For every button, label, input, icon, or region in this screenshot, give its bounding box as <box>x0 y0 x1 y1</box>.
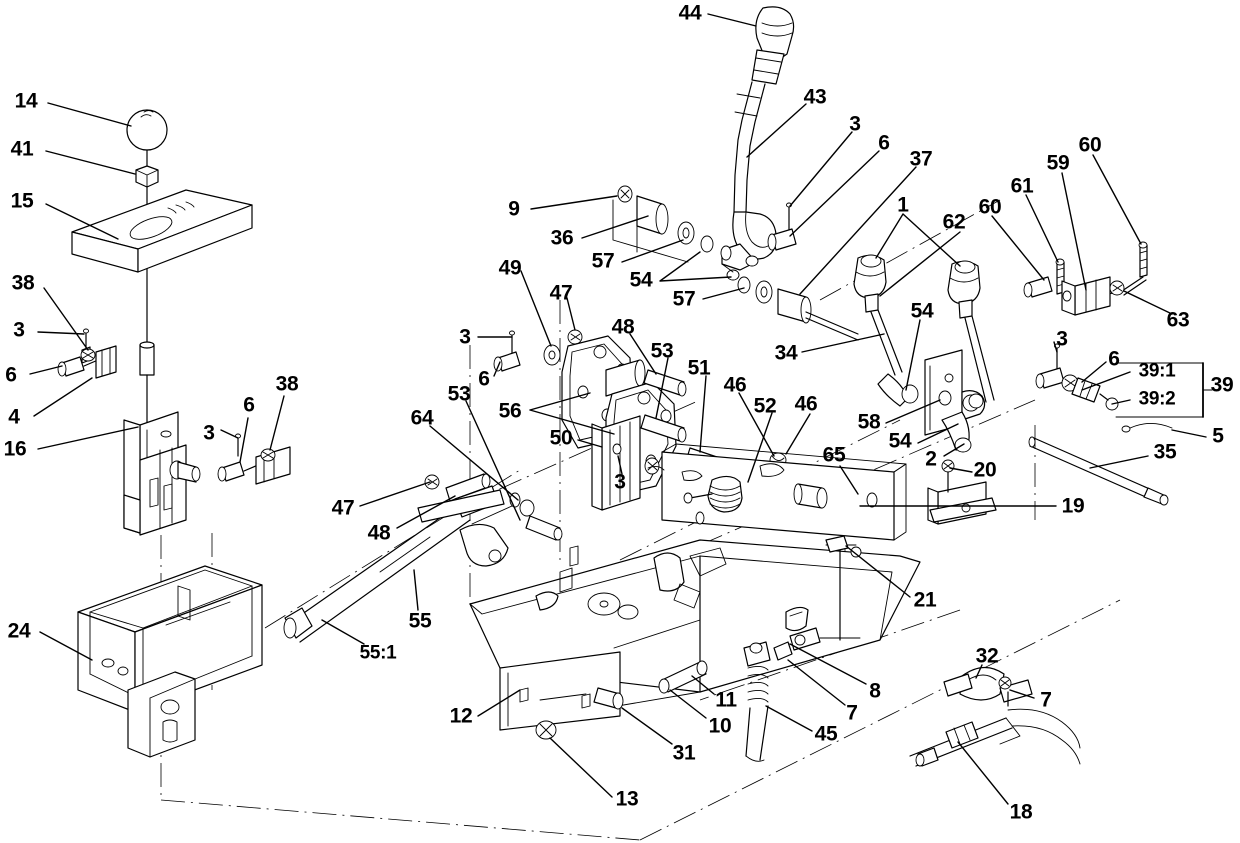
callout-36: 36 <box>550 226 574 250</box>
callout-14: 14 <box>14 89 38 113</box>
callout-11: 11 <box>715 688 737 712</box>
callout-6: 6 <box>5 363 17 387</box>
callout-4: 4 <box>8 405 20 429</box>
part-16-lever-bracket <box>123 411 201 536</box>
callout-7: 7 <box>1040 688 1052 712</box>
callout-3: 3 <box>849 112 861 136</box>
part-65-52-46-rail-plate <box>647 443 907 541</box>
part-64-47-48-55-tube-assembly <box>283 473 563 643</box>
callout-3: 3 <box>13 318 25 342</box>
callout-19: 19 <box>1061 494 1085 518</box>
callout-57: 57 <box>672 287 696 311</box>
part-38-rod-end-right <box>217 433 291 485</box>
part-35-rod <box>1028 436 1169 506</box>
callout-53: 53 <box>447 382 471 406</box>
callout-55-1: 55:1 <box>359 642 397 664</box>
callout-8: 8 <box>869 679 881 703</box>
callout-15: 15 <box>10 189 34 213</box>
callout-13: 13 <box>615 787 639 811</box>
part-45-8-7-cable-and-clamps <box>743 606 821 762</box>
callout-55: 55 <box>408 609 432 633</box>
callout-63: 63 <box>1166 308 1190 332</box>
callout-60: 60 <box>978 195 1002 219</box>
callout-39-2: 39:2 <box>1138 388 1176 410</box>
callout-32: 32 <box>975 644 999 668</box>
callout-6: 6 <box>878 131 890 155</box>
leader-lines <box>29 13 1207 805</box>
callout-59: 59 <box>1046 151 1070 175</box>
callout-56: 56 <box>498 399 522 423</box>
callout-9: 9 <box>508 197 520 221</box>
callout-49: 49 <box>498 256 522 280</box>
callout-47: 47 <box>331 496 355 520</box>
callout-3: 3 <box>203 421 215 445</box>
callout-50: 50 <box>549 426 573 450</box>
callout-16: 16 <box>3 437 27 461</box>
callout-6: 6 <box>1108 347 1120 371</box>
callout-65: 65 <box>822 443 846 467</box>
callout-1: 1 <box>897 193 909 217</box>
callout-5: 5 <box>1212 424 1224 448</box>
callout-54: 54 <box>888 429 912 453</box>
callout-7: 7 <box>846 701 858 725</box>
callout-47: 47 <box>549 281 573 305</box>
callout-54: 54 <box>910 299 934 323</box>
part-32-7-18-cable-clamp-right <box>909 666 1081 767</box>
part-49-47-50-56-bracket-pair <box>493 329 677 511</box>
callout-31: 31 <box>672 741 696 765</box>
callout-3: 3 <box>1056 327 1068 351</box>
callout-2: 2 <box>925 447 937 471</box>
callout-34: 34 <box>774 341 798 365</box>
callout-54: 54 <box>629 268 653 292</box>
callout-45: 45 <box>814 722 838 746</box>
callout-6: 6 <box>478 367 490 391</box>
part-24-console-tray <box>77 565 263 758</box>
callout-57: 57 <box>591 249 615 273</box>
callout-43: 43 <box>803 85 827 109</box>
part-44-43-shift-lever <box>721 6 795 281</box>
callout-37: 37 <box>909 147 933 171</box>
part-39-rod-end-assembly <box>1035 343 1213 433</box>
part-14-knob-and-shaft <box>126 109 168 431</box>
callout-24: 24 <box>7 619 31 643</box>
part-3-6-37-pin-and-spacer-center <box>767 202 797 251</box>
callout-64: 64 <box>410 406 434 430</box>
callout-3: 3 <box>614 470 626 494</box>
callout-21: 21 <box>913 588 937 612</box>
callout-38: 38 <box>275 372 299 396</box>
callout-48: 48 <box>611 315 635 339</box>
callout-53: 53 <box>650 339 674 363</box>
callout-46: 46 <box>794 392 818 416</box>
part-2-54-58-bellcrank <box>877 349 986 453</box>
callout-10: 10 <box>708 714 732 738</box>
callout-58: 58 <box>857 410 881 434</box>
part-1-62-knob-pair <box>853 254 995 403</box>
callout-62: 62 <box>942 210 966 234</box>
callout-44: 44 <box>678 1 702 25</box>
part-9-36-57-54-spacer-stack <box>612 185 859 341</box>
part-4-rod-end-left <box>57 328 117 379</box>
callout-3: 3 <box>459 325 471 349</box>
callout-35: 35 <box>1153 440 1177 464</box>
callout-12: 12 <box>449 704 473 728</box>
part-15-cover-plate <box>71 189 253 273</box>
callout-39-1: 39:1 <box>1138 360 1176 382</box>
callout-20: 20 <box>973 458 997 482</box>
callout-6: 6 <box>243 393 255 417</box>
callout-39: 39 <box>1210 373 1234 397</box>
callout-41: 41 <box>10 137 34 161</box>
callout-52: 52 <box>753 394 777 418</box>
callout-46: 46 <box>723 373 747 397</box>
callout-38: 38 <box>11 271 35 295</box>
part-59-60-61-63-linkage-right <box>1023 241 1148 316</box>
callout-61: 61 <box>1010 174 1034 198</box>
callout-48: 48 <box>367 521 391 545</box>
callout-51: 51 <box>687 356 711 380</box>
callout-60: 60 <box>1078 133 1102 157</box>
callout-18: 18 <box>1009 800 1033 824</box>
